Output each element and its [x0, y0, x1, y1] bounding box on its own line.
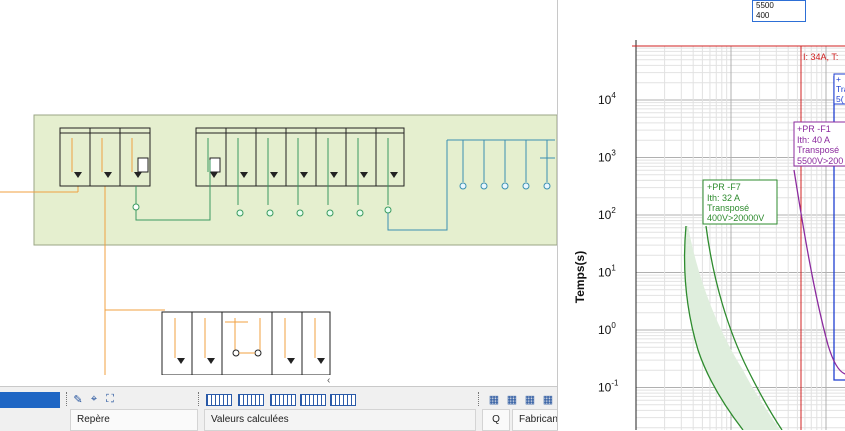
panel-left-empty	[0, 409, 68, 431]
series-purple-line1: +PR -F1	[797, 124, 831, 134]
y-axis-label: Temps(s)	[573, 250, 587, 304]
fabricant-label: Fabricant	[519, 414, 561, 425]
table-search-icon[interactable]: ▦	[488, 393, 500, 406]
series-blue-line1: +	[836, 74, 841, 84]
table-list-icon[interactable]	[270, 394, 296, 406]
toolbar-separator	[66, 392, 69, 406]
value-line-2: 400	[756, 11, 770, 20]
cabinet-3	[447, 139, 555, 190]
series-green: +PR -F7 Ith: 32 A Transposé 400V>20000V	[683, 179, 783, 430]
chart-grid	[635, 46, 845, 430]
table-chart-icon[interactable]	[238, 394, 264, 406]
panel-valeurs-calculees[interactable]: Valeurs calculées	[204, 409, 476, 431]
y-tick-label: 102	[598, 206, 616, 222]
active-tab-strip[interactable]	[0, 392, 60, 408]
panel-q[interactable]: Q	[482, 409, 510, 431]
table-filter-icon[interactable]: ▦	[524, 393, 536, 406]
fit-view-icon[interactable]: ⛶	[106, 392, 114, 405]
table-zoom-icon[interactable]: ▦	[506, 393, 518, 406]
series-green-line4: 400V>20000V	[707, 213, 764, 223]
current-marker-label: I: 34A, T:	[803, 52, 838, 62]
y-tick-label: 101	[598, 264, 616, 280]
series-blue-line2: Tra	[836, 84, 845, 94]
series-green-line3: Transposé	[707, 203, 749, 213]
y-tick-label: 100	[598, 321, 616, 337]
series-purple-line3: Transposé	[797, 145, 839, 155]
cabinet-1	[59, 127, 151, 211]
table-export-icon[interactable]: ▦	[542, 393, 554, 406]
valeurs-calculees-label: Valeurs calculées	[211, 414, 289, 425]
series-green-line1: +PR -F7	[707, 182, 741, 192]
pane-divider[interactable]	[557, 0, 558, 430]
series-purple-line4: 5500V>200	[797, 156, 843, 166]
y-tick-label: 103	[598, 149, 616, 165]
location-pin-icon[interactable]: ⌖	[90, 392, 98, 405]
y-tick-labels: 104 103 102 101 100 10-1	[598, 91, 619, 395]
y-tick-label: 10-1	[598, 379, 619, 395]
pencil-icon[interactable]: ✎	[73, 393, 83, 406]
bottom-toolbar: ✎ ⌖ ⛶ ▦ ▦ ▦ ▦ Repère Valeurs calculées Q…	[0, 386, 561, 431]
series-purple: +PR -F1 Ith: 40 A Transposé 5500V>200	[793, 121, 845, 375]
table-edit-icon[interactable]	[300, 394, 326, 406]
schematic-canvas[interactable]	[0, 0, 557, 375]
toolbar-row: ✎ ⌖ ⛶ ▦ ▦ ▦ ▦	[0, 389, 557, 408]
table-columns-icon[interactable]	[330, 394, 356, 406]
schematic-drawing[interactable]	[0, 0, 557, 375]
series-green-line2: Ith: 32 A	[707, 193, 740, 203]
value-input-box[interactable]: 5500 400	[752, 0, 806, 22]
series-blue: + Tra 5(	[833, 73, 845, 381]
panel-repere[interactable]: Repère	[70, 409, 198, 431]
y-tick-label: 104	[598, 91, 616, 107]
repere-label: Repère	[77, 414, 110, 425]
toolbar-separator	[478, 392, 481, 406]
scroll-left-arrow[interactable]: ‹	[327, 375, 331, 386]
q-label: Q	[492, 414, 500, 425]
cabinet-2	[195, 127, 405, 217]
value-line-1: 5500	[756, 1, 774, 10]
toolbar-separator	[198, 392, 201, 406]
table-grid-icon[interactable]	[206, 394, 232, 406]
panel-fabricant[interactable]: Fabricant	[512, 409, 561, 431]
series-blue-line3: 5(	[836, 94, 844, 104]
cabinet-4	[161, 311, 331, 375]
series-purple-line2: Ith: 40 A	[797, 135, 830, 145]
